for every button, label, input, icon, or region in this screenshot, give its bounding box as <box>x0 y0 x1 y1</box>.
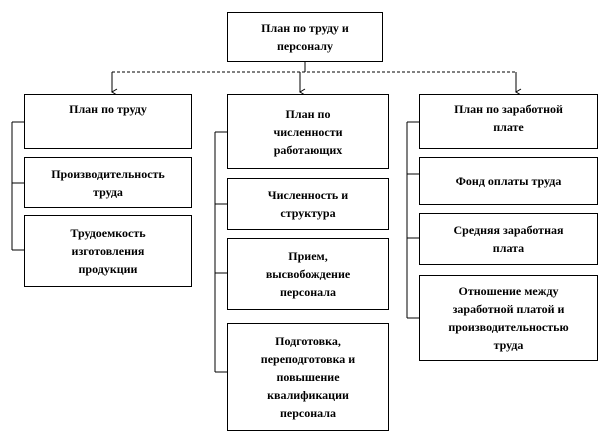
node-labor-intensity: Трудоемкость изготовления продукции <box>24 215 192 287</box>
node-hiring-release: Прием, высвобождение персонала <box>227 238 389 310</box>
node-headcount-structure: Численность и структура <box>227 178 389 230</box>
node-labor-plan: План по труду <box>24 94 192 149</box>
node-payroll-fund: Фонд оплаты труда <box>419 157 598 205</box>
node-productivity: Производительность труда <box>24 157 192 208</box>
root-node: План по труду и персоналу <box>227 12 383 62</box>
node-average-wage: Средняя заработная плата <box>419 213 598 265</box>
node-training: Подготовка, переподготовка и повышение к… <box>227 323 389 431</box>
node-wage-plan: План по заработной плате <box>419 94 598 149</box>
node-wage-productivity-ratio: Отношение между заработной платой и прои… <box>419 275 598 361</box>
node-headcount-plan: План по численности работающих <box>227 94 389 169</box>
root-node-label: План по труду и персоналу <box>261 21 349 53</box>
